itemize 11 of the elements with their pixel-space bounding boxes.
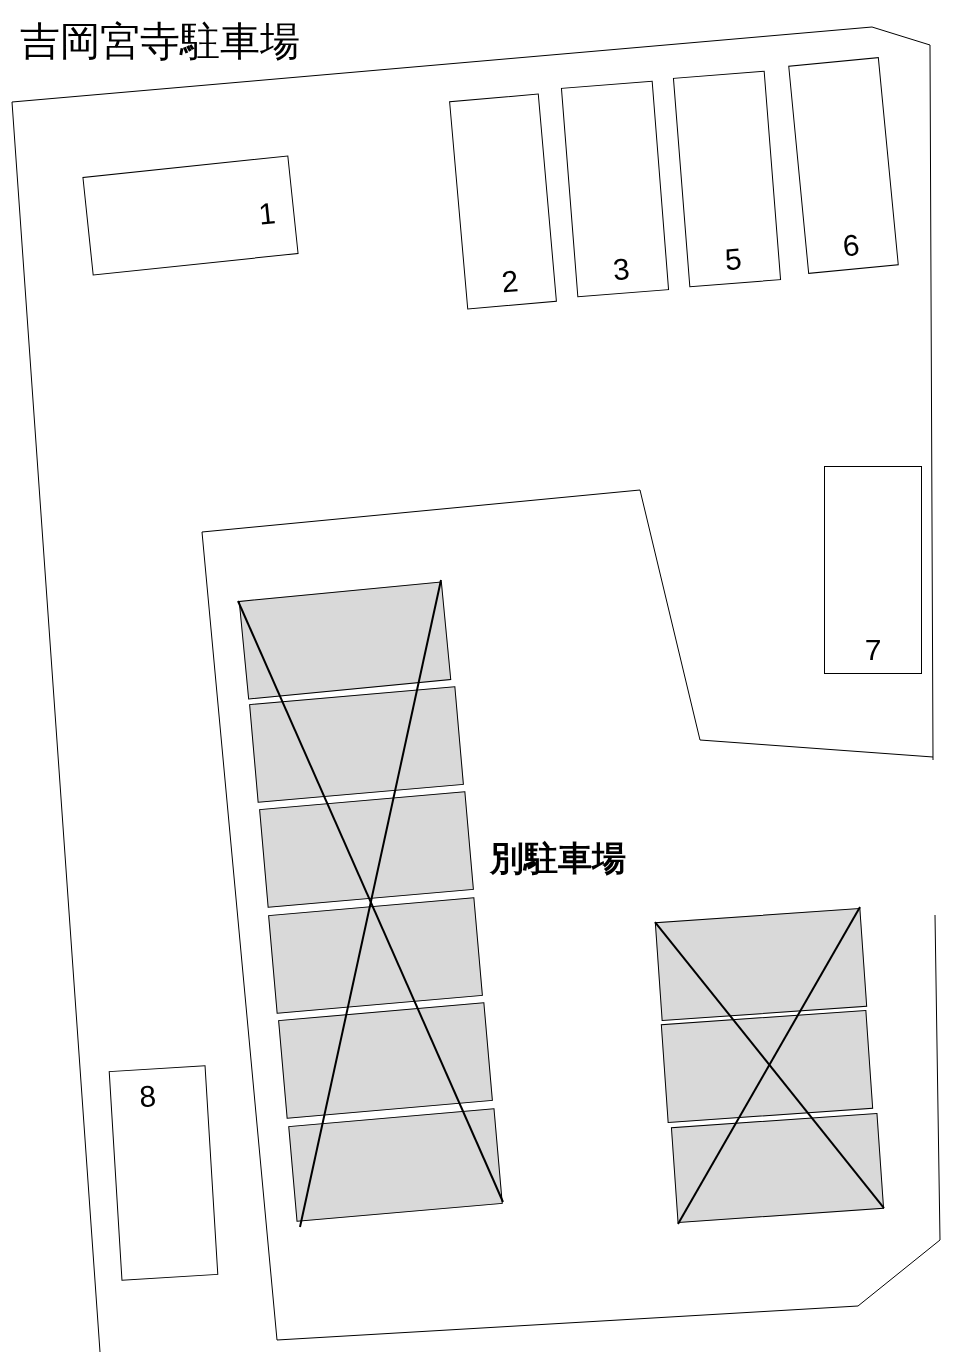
space-number: 6: [839, 226, 862, 264]
space-number: 7: [863, 635, 883, 665]
closed-parking-space: [660, 1009, 874, 1123]
title: 吉岡宮寺駐車場: [20, 17, 300, 66]
space-number: 2: [499, 262, 521, 300]
space-number: 1: [256, 197, 277, 230]
parking-space: [824, 466, 922, 674]
space-number: 8: [137, 1081, 157, 1113]
area-label: 別駐車場: [490, 837, 626, 880]
space-number: 3: [610, 251, 632, 289]
space-number: 5: [722, 241, 744, 279]
